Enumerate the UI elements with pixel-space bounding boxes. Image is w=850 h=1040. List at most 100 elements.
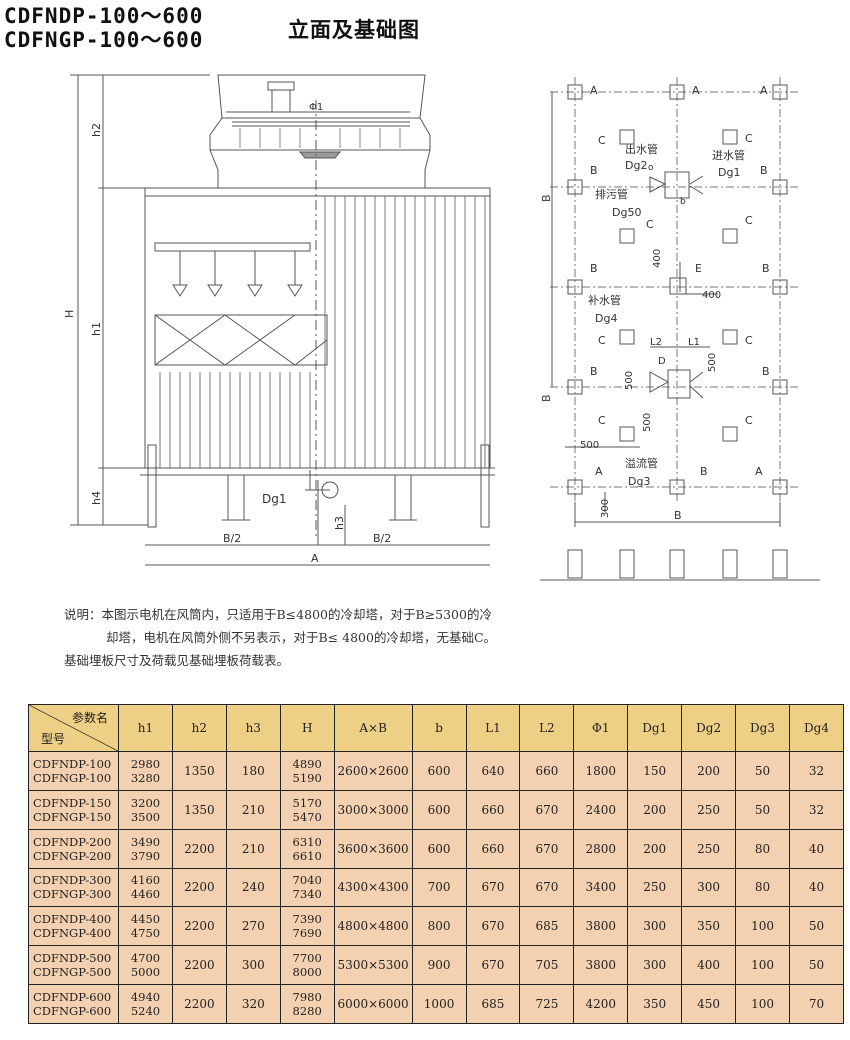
cell-value: 3800 [585, 919, 617, 934]
cell-value: 4300×4300 [337, 880, 409, 895]
header-cell: h3 [225, 704, 281, 752]
outlet-label: 出水管 [625, 142, 658, 156]
pad-a-label-5: A [755, 465, 763, 478]
corner-top-label: 参数名 [71, 711, 108, 725]
cell-value: 4940 [130, 990, 161, 1005]
cell-value: 100 [751, 997, 774, 1012]
header-cell: Dg4 [788, 704, 845, 752]
h4-label: h4 [90, 491, 103, 505]
pad-b-label-1: B [590, 164, 598, 177]
table-cell: 1000 [411, 984, 467, 1024]
cell-value: 2200 [184, 841, 215, 856]
cell-value: 4460 [130, 887, 161, 902]
h2-label: h2 [90, 123, 103, 137]
cell-value: CDFNDP-300 [33, 873, 112, 888]
cell-value: 400 [697, 958, 721, 973]
pad-a-label-2: A [692, 84, 700, 97]
cell-value: 3500 [130, 809, 161, 824]
cell-value: 32 [808, 802, 825, 817]
overflow-label: 溢流管 [625, 456, 658, 470]
pad-a-label-1: A [590, 84, 598, 97]
cell-value: CDFNGP-600 [33, 1004, 112, 1019]
table-cell: 670 [465, 867, 521, 908]
cell-value: 5170 [292, 795, 322, 810]
b-half-left-label: B/2 [223, 532, 241, 545]
table-cell: 32 [788, 751, 845, 791]
table-cell: 600 [411, 789, 467, 830]
cell-value: 670 [535, 841, 559, 856]
cell-value: 5240 [130, 1004, 161, 1019]
cell-value: 5300×5300 [337, 958, 409, 973]
table-cell: 4200 [573, 984, 629, 1024]
note-line-1: 说明：本图示电机在风筒内，只适用于B≤4800的冷却塔，对于B≥5300的冷 [64, 607, 492, 622]
table-cell: 3800 [573, 906, 629, 947]
table-cell: 685 [519, 906, 575, 947]
table-cell: 800 [411, 906, 467, 947]
table-cell: 80 [735, 828, 790, 869]
makeup-label: 补水管 [588, 293, 621, 307]
cell-value: 4890 [292, 756, 322, 771]
table-cell: 2200 [171, 867, 227, 908]
cell-value: CDFNDP-600 [33, 990, 112, 1005]
table-cell: 40 [788, 828, 845, 869]
parameter-table: 参数名 型号 h1 h2 h3 H A×B b L1 L2 Φ1 Dg1 Dg2… [28, 704, 845, 1024]
header-cell: A×B [333, 704, 413, 752]
pad-a-label-3: A [760, 84, 768, 97]
cell-value: 1000 [423, 997, 455, 1012]
table-cell: 300 [627, 945, 683, 986]
table-cell: 6000×6000 [333, 984, 413, 1024]
dg4-label: Dg4 [595, 312, 617, 325]
table-cell: 1350 [171, 751, 227, 791]
cell-value: CDFNGP-500 [33, 965, 112, 980]
b-half-right-label: B/2 [373, 532, 391, 545]
header-cell: Dg3 [735, 704, 790, 752]
cell-value: 1800 [585, 763, 617, 778]
drawing-title: 立面及基础图 [288, 18, 420, 42]
pad-c-label-6: C [745, 334, 753, 347]
cell-value: 350 [643, 997, 667, 1012]
pad-c-label-7: C [598, 414, 606, 427]
cell-value: 3490 [130, 834, 161, 849]
table-cell: 300 [681, 867, 737, 908]
table-cell: 2600×2600 [333, 751, 413, 791]
table-cell: 3400 [573, 867, 629, 908]
cell-value: 3790 [130, 848, 161, 863]
header-cell: h2 [171, 704, 227, 752]
table-cell: 400 [681, 945, 737, 986]
table-cell: 40 [788, 867, 845, 908]
cell-value: 250 [697, 841, 721, 856]
cell-value: CDFNDP-200 [33, 834, 112, 849]
cell-value: 7040 [292, 873, 322, 888]
table-cell: 2200 [171, 906, 227, 947]
cell-value: 3600×3600 [337, 841, 409, 856]
cell-value: 450 [697, 997, 721, 1012]
cell-value: CDFNDP-400 [33, 912, 112, 927]
cell-value: 2400 [585, 802, 617, 817]
pad-c-label-1: C [598, 134, 606, 147]
cell-value: 700 [427, 880, 451, 895]
cell-value: 660 [481, 841, 505, 856]
d-label: D [658, 356, 666, 367]
cell-value: 685 [481, 997, 505, 1012]
dg50-label: Dg50 [612, 206, 641, 219]
table-cell: 250 [681, 789, 737, 830]
plan-b-label: B [674, 509, 682, 522]
cell-value: 2800 [585, 841, 617, 856]
cell-value: 670 [535, 880, 559, 895]
table-header-row: 参数名 型号 h1 h2 h3 H A×B b L1 L2 Φ1 Dg1 Dg2… [28, 704, 845, 752]
table-cell: 300 [627, 906, 683, 947]
cell-value: 210 [241, 841, 265, 856]
